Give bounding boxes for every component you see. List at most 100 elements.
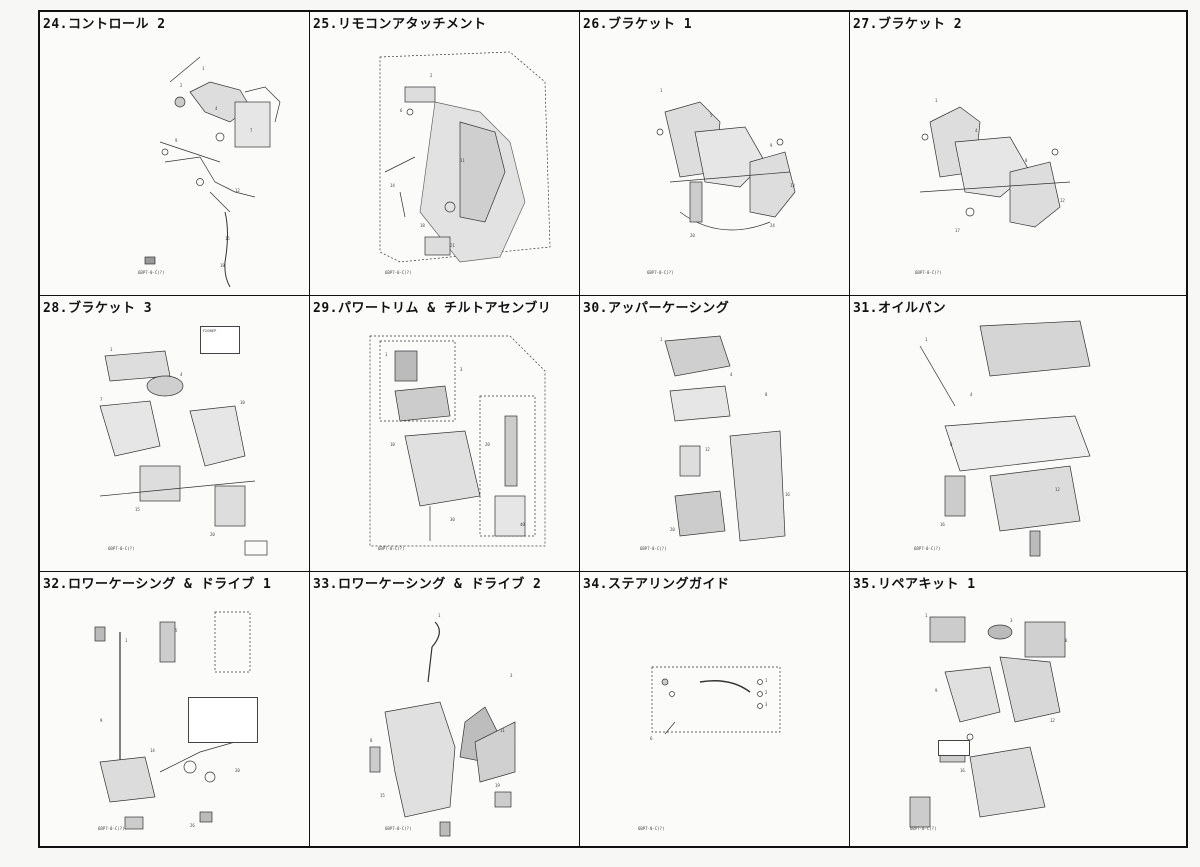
svg-text:20: 20 (690, 233, 695, 238)
svg-text:1: 1 (925, 613, 928, 618)
svg-text:12: 12 (235, 188, 240, 193)
figure-code: 6BP7-0-C(?) (378, 546, 405, 551)
panel-title: 28.ブラケット 3 (43, 301, 153, 316)
panel-title: 32.ロワーケーシング & ドライブ 1 (43, 577, 272, 592)
svg-text:1: 1 (660, 337, 663, 342)
svg-text:3: 3 (510, 673, 513, 678)
exploded-diagram-lower-drive-1: 1 5 9 14 20 26 (94, 611, 256, 830)
svg-text:4: 4 (215, 106, 218, 111)
svg-text:4: 4 (180, 372, 183, 377)
svg-text:16: 16 (940, 522, 945, 527)
svg-text:3: 3 (1010, 618, 1013, 623)
exploded-diagram-remote: 2 6 11 14 18 21 (379, 51, 551, 263)
svg-text:15: 15 (135, 507, 140, 512)
svg-text:20: 20 (235, 768, 240, 773)
svg-text:10: 10 (390, 442, 395, 447)
figure-code: 6BP7-0-C(?) (138, 270, 165, 275)
svg-text:8: 8 (950, 442, 953, 447)
svg-text:4: 4 (975, 128, 978, 133)
inset-label: F20BEP (203, 329, 217, 333)
panel-control-2: 24.コントロール 2 1 (40, 12, 310, 296)
panel-title: 31.オイルパン (853, 301, 947, 316)
svg-text:12: 12 (705, 447, 710, 452)
svg-text:1: 1 (202, 66, 205, 71)
inset-note (938, 740, 970, 756)
svg-text:14: 14 (390, 183, 395, 188)
svg-text:1: 1 (765, 678, 768, 683)
panel-title: 33.ロワーケーシング & ドライブ 2 (313, 577, 542, 592)
figure-code: 6BP7-0-C(?) (910, 826, 937, 831)
svg-text:15: 15 (380, 793, 385, 798)
svg-text:40: 40 (520, 522, 525, 527)
panel-remote-control-attachment: 25.リモコンアタッチメント 2 6 11 14 18 21 (310, 12, 580, 296)
svg-text:21: 21 (450, 243, 455, 248)
svg-text:9: 9 (100, 718, 103, 723)
figure-code: 6BP7-0-C(?) (385, 826, 412, 831)
exploded-diagram-steering-guide: 12 36 (650, 666, 781, 741)
panel-title: 24.コントロール 2 (43, 17, 166, 32)
svg-text:3: 3 (460, 367, 463, 372)
svg-text:6: 6 (650, 736, 653, 741)
svg-text:5: 5 (710, 113, 713, 118)
svg-text:30: 30 (450, 517, 455, 522)
svg-text:11: 11 (460, 158, 465, 163)
svg-text:1: 1 (385, 352, 388, 357)
figure-code: 6BP7-0-C(?) (98, 826, 125, 831)
svg-text:4: 4 (970, 392, 973, 397)
svg-text:1: 1 (125, 638, 128, 643)
panel-title: 26.ブラケット 1 (583, 17, 693, 32)
svg-text:12: 12 (1055, 487, 1060, 492)
panel-title: 35.リペアキット 1 (853, 577, 976, 592)
figure-code: 6BP7-0-C(?) (915, 270, 942, 275)
figure-code: 6BP7-0-C(?) (647, 270, 674, 275)
svg-text:10: 10 (240, 400, 245, 405)
svg-text:18: 18 (420, 223, 425, 228)
panel-title: 30.アッパーケーシング (583, 301, 730, 316)
svg-text:12: 12 (1060, 198, 1065, 203)
svg-text:13: 13 (790, 183, 795, 188)
svg-text:3: 3 (765, 702, 768, 707)
svg-text:8: 8 (370, 738, 373, 743)
svg-text:1: 1 (935, 98, 938, 103)
svg-text:4: 4 (730, 372, 733, 377)
panel-title: 25.リモコンアタッチメント (313, 17, 487, 32)
svg-text:20: 20 (485, 442, 490, 447)
panel-lower-casing-drive-1: 32.ロワーケーシング & ドライブ 1 1 5 9 14 20 26 (40, 572, 310, 846)
svg-text:19: 19 (495, 783, 500, 788)
svg-text:1: 1 (110, 347, 113, 352)
svg-text:7: 7 (100, 397, 103, 402)
panel-title: 29.パワートリム & チルトアセンブリ (313, 301, 552, 316)
svg-text:24: 24 (770, 223, 775, 228)
svg-text:5: 5 (175, 628, 178, 633)
svg-text:15: 15 (225, 236, 230, 241)
svg-text:2: 2 (430, 73, 433, 78)
svg-text:7: 7 (250, 128, 253, 133)
svg-text:9: 9 (935, 688, 938, 693)
svg-text:14: 14 (150, 748, 155, 753)
diagram-grid: 24.コントロール 2 1 (40, 12, 1186, 846)
panel-title: 27.ブラケット 2 (853, 17, 963, 32)
svg-text:6: 6 (400, 108, 403, 113)
svg-text:6: 6 (1065, 638, 1068, 643)
svg-text:2: 2 (180, 83, 183, 88)
inset-box: F20BEP (200, 326, 240, 354)
svg-text:11: 11 (500, 728, 505, 733)
exploded-diagram-bracket-3: 1 4 7 10 15 20 (99, 347, 268, 556)
svg-text:9: 9 (770, 143, 773, 148)
svg-text:16: 16 (960, 768, 965, 773)
parts-catalog-sheet: 24.コントロール 2 1 (38, 10, 1188, 848)
svg-text:16: 16 (785, 492, 790, 497)
svg-text:20: 20 (210, 532, 215, 537)
svg-text:26: 26 (190, 823, 195, 828)
